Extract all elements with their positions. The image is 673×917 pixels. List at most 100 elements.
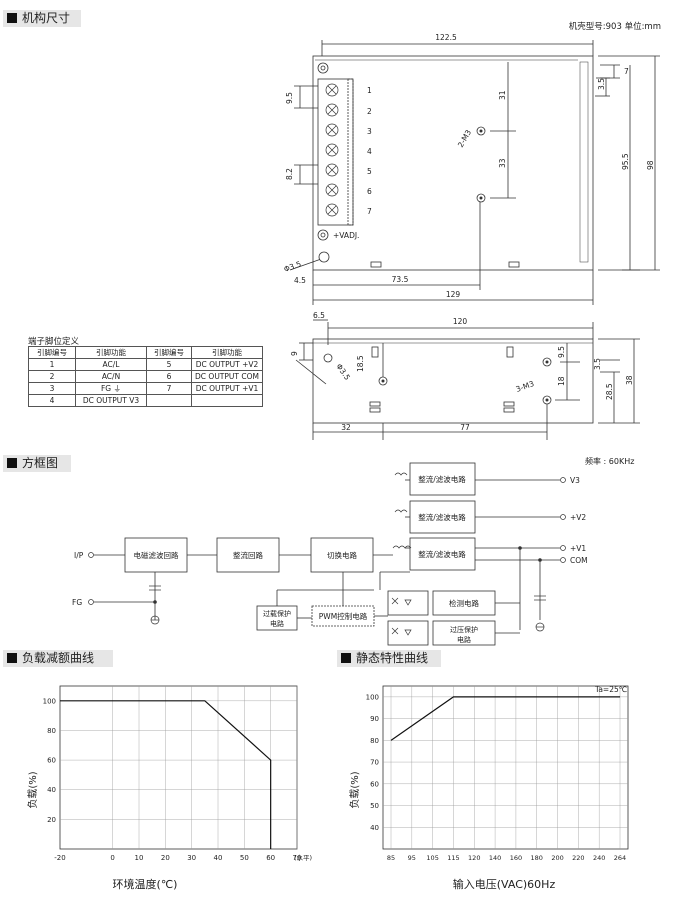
static-xtick: 140	[489, 854, 501, 862]
svg-text:4: 4	[367, 147, 372, 156]
static-xtick: 160	[510, 854, 522, 862]
derating-ytick: 100	[43, 697, 56, 705]
square-bullet-icon	[7, 13, 17, 23]
svg-text:2-M3: 2-M3	[456, 128, 473, 149]
static-ylabel: 负载(%)	[348, 771, 361, 808]
derating-xlabel: 环境温度(℃)	[113, 877, 178, 891]
svg-text:98: 98	[646, 160, 655, 170]
top-view-outline	[312, 55, 594, 271]
derating-xtick: 50	[240, 854, 249, 862]
pin-table-title: 端子脚位定义	[28, 337, 80, 347]
static-xtick: 115	[447, 854, 459, 862]
svg-text:6.5: 6.5	[313, 311, 325, 320]
svg-text:38: 38	[625, 375, 634, 385]
static-xtick: 220	[572, 854, 584, 862]
svg-text:6: 6	[367, 187, 372, 196]
svg-text:电路: 电路	[270, 619, 284, 628]
svg-text:4.5: 4.5	[294, 276, 306, 285]
block-emi: 电磁滤波回路	[134, 550, 179, 560]
derating-ytick: 80	[47, 727, 56, 735]
svg-text:9.5: 9.5	[285, 92, 294, 104]
static-xtick: 180	[531, 854, 543, 862]
svg-text:28.5: 28.5	[605, 383, 614, 400]
derating-ytick: 20	[47, 816, 56, 824]
derating-xtick: 10	[135, 854, 144, 862]
derating-ytick: 40	[47, 786, 56, 794]
freq-info: 频率 : 60KHz	[585, 457, 635, 466]
static-ytick: 60	[370, 780, 379, 788]
svg-text:129: 129	[446, 290, 461, 299]
svg-text:33: 33	[498, 158, 507, 168]
derating-xtick: 30	[187, 854, 196, 862]
derating-ytick: 60	[47, 757, 56, 765]
static-xlabel: 输入电压(VAC)60Hz	[453, 877, 556, 891]
side-view-outline	[312, 338, 594, 424]
svg-text:+V2: +V2	[570, 513, 586, 522]
svg-text:PWM控制电路: PWM控制电路	[319, 611, 368, 621]
svg-text:(水平): (水平)	[294, 853, 312, 862]
svg-text:8.2: 8.2	[285, 168, 294, 180]
svg-text:18: 18	[557, 376, 566, 386]
svg-text:整流/滤波电路: 整流/滤波电路	[418, 549, 466, 559]
static-xtick: 85	[387, 854, 395, 862]
square-bullet-icon	[341, 653, 351, 663]
svg-text:3.5: 3.5	[593, 358, 602, 370]
svg-text:18.5: 18.5	[356, 355, 365, 372]
derating-curve	[60, 700, 272, 849]
derating-xtick: 20	[161, 854, 170, 862]
static-xtick: 240	[593, 854, 605, 862]
static-xtick: 264	[614, 854, 626, 862]
derating-xtick: 40	[214, 854, 223, 862]
svg-text:31: 31	[498, 90, 507, 100]
svg-text:5: 5	[367, 167, 372, 176]
svg-text:FG: FG	[72, 598, 82, 607]
static-ytick: 80	[370, 737, 379, 745]
svg-text:77: 77	[460, 423, 470, 432]
svg-text:整流/滤波电路: 整流/滤波电路	[418, 474, 466, 484]
svg-text:过载保护: 过载保护	[263, 609, 291, 618]
svg-text:7: 7	[624, 67, 629, 76]
svg-text:95.5: 95.5	[621, 153, 630, 170]
derating-xtick: -20	[54, 854, 65, 862]
static-curve	[390, 696, 620, 741]
svg-text:I/P: I/P	[74, 551, 84, 560]
static-xtick: 95	[408, 854, 416, 862]
static-xtick: 105	[426, 854, 438, 862]
svg-text:120: 120	[453, 317, 468, 326]
svg-text:Φ3.5: Φ3.5	[283, 259, 303, 274]
out-rect-box-1	[409, 462, 476, 496]
derating-xtick: 70	[293, 854, 302, 862]
static-ytick: 40	[370, 824, 379, 832]
case-info: 机壳型号:903 单位:mm	[568, 22, 661, 32]
svg-text:+V1: +V1	[570, 544, 586, 553]
section-derating: 负载减额曲线	[3, 650, 113, 667]
svg-text:3: 3	[367, 127, 372, 136]
dim-top-width: 122.5	[435, 33, 457, 42]
svg-text:电路: 电路	[457, 635, 471, 644]
svg-text:9: 9	[290, 351, 299, 356]
svg-text:3.5: 3.5	[597, 78, 606, 90]
static-xtick: 200	[551, 854, 563, 862]
out-rect-box-3	[409, 537, 476, 571]
svg-text:检测电路: 检测电路	[449, 598, 479, 608]
static-xtick: 120	[468, 854, 480, 862]
svg-text:73.5: 73.5	[392, 275, 409, 284]
square-bullet-icon	[7, 458, 17, 468]
block-rect: 整流回路	[233, 550, 263, 560]
svg-text:过压保护: 过压保护	[450, 625, 478, 634]
static-ytick: 100	[366, 693, 379, 701]
svg-text:Φ3.5: Φ3.5	[334, 362, 352, 382]
svg-text:1: 1	[367, 86, 372, 95]
derating-xtick: 60	[266, 854, 275, 862]
static-ytick: 50	[370, 802, 379, 810]
block-switch: 切换电路	[327, 550, 357, 560]
section-static: 静态特性曲线	[337, 650, 441, 667]
svg-text:+VADJ.: +VADJ.	[333, 231, 359, 240]
section-mechanical: 机构尺寸	[3, 10, 81, 27]
svg-text:3-M3: 3-M3	[515, 379, 536, 394]
derating-ylabel: 负载(%)	[26, 771, 39, 808]
static-ytick: 70	[370, 759, 379, 767]
svg-text:7: 7	[367, 207, 372, 216]
square-bullet-icon	[7, 653, 17, 663]
